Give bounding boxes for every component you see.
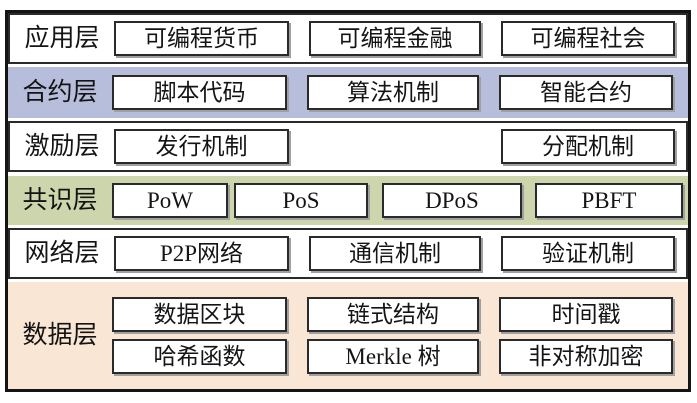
box-communication-mechanism: 通信机制 <box>309 235 481 271</box>
layer-application-content: 可编程货币 可编程金融 可编程社会 <box>114 21 686 56</box>
layer-network: 网络层 P2P网络 通信机制 验证机制 <box>8 227 688 279</box>
box-data-block: 数据区块 <box>112 296 287 332</box>
layer-label-network: 网络层 <box>24 239 100 267</box>
layer-data-content: 数据区块 链式结构 时间戳 哈希函数 Merkle 树 非对称加密 <box>112 296 688 374</box>
layer-contract-content: 脚本代码 算法机制 智能合约 <box>112 75 688 111</box>
box-programmable-finance: 可编程金融 <box>309 21 481 56</box>
layer-label-data: 数据层 <box>22 321 98 349</box>
layer-consensus-content: PoW PoS DPoS PBFT <box>112 182 688 218</box>
box-p2p-network: P2P网络 <box>114 235 289 271</box>
layer-label-incentive: 激励层 <box>24 133 100 161</box>
box-programmable-society: 可编程社会 <box>501 21 675 56</box>
box-pow: PoW <box>112 182 228 218</box>
layer-data: 数据层 数据区块 链式结构 时间戳 哈希函数 Merkle 树 非对称加密 <box>8 281 688 389</box>
box-pos: PoS <box>234 182 368 218</box>
layer-application: 应用层 可编程货币 可编程金融 可编程社会 <box>8 13 688 64</box>
layer-label-application: 应用层 <box>24 25 100 52</box>
layer-consensus: 共识层 PoW PoS DPoS PBFT <box>8 175 688 225</box>
box-verification-mechanism: 验证机制 <box>501 235 675 271</box>
layer-network-content: P2P网络 通信机制 验证机制 <box>114 235 686 271</box>
box-distribution-mechanism: 分配机制 <box>501 129 675 165</box>
box-smart-contract: 智能合约 <box>499 75 673 111</box>
layer-contract: 合约层 脚本代码 算法机制 智能合约 <box>8 67 688 119</box>
layer-data-row-2: 哈希函数 Merkle 树 非对称加密 <box>112 338 688 374</box>
blockchain-architecture-diagram: 应用层 可编程货币 可编程金融 可编程社会 合约层 脚本代码 算法机制 智能合约… <box>5 10 691 392</box>
box-timestamp: 时间戳 <box>499 296 673 332</box>
box-hash-function: 哈希函数 <box>112 338 287 374</box>
box-pbft: PBFT <box>535 182 683 218</box>
box-dpos: DPoS <box>382 182 522 218</box>
box-programmable-currency: 可编程货币 <box>114 21 289 56</box>
box-asymmetric-encryption: 非对称加密 <box>499 338 673 374</box>
box-algorithm-mechanism: 算法机制 <box>307 75 479 111</box>
layer-label-consensus: 共识层 <box>22 186 98 214</box>
box-merkle-tree: Merkle 树 <box>307 338 479 374</box>
layer-data-row-1: 数据区块 链式结构 时间戳 <box>112 296 688 332</box>
box-issuance-mechanism: 发行机制 <box>114 129 289 165</box>
layer-incentive: 激励层 发行机制 分配机制 <box>8 121 688 173</box>
layer-label-contract: 合约层 <box>22 79 98 107</box>
layer-incentive-content: 发行机制 分配机制 <box>114 129 686 165</box>
box-chain-structure: 链式结构 <box>307 296 479 332</box>
box-script-code: 脚本代码 <box>112 75 287 111</box>
